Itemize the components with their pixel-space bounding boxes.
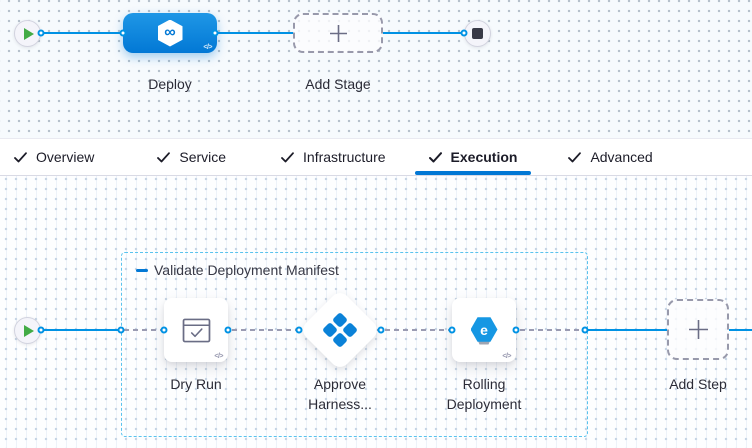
exec-connector-line: [40, 329, 122, 331]
stage-connector-line: [383, 32, 464, 34]
check-icon: [14, 151, 27, 162]
tab-execution[interactable]: Execution: [414, 139, 532, 175]
stage-label-deploy: Deploy: [148, 76, 192, 92]
connector-dot: [224, 326, 232, 334]
step-label-dry-run: Dry Run: [170, 376, 222, 392]
play-icon: [24, 324, 34, 337]
connector-dot: [211, 29, 219, 37]
connector-dot: [117, 326, 125, 334]
active-tab-indicator: [414, 171, 532, 175]
tab-service[interactable]: Service: [143, 139, 240, 175]
exec-connector-line: [585, 329, 667, 331]
stop-icon: [472, 28, 483, 39]
connector-dot: [295, 326, 303, 334]
check-icon: [281, 151, 294, 162]
add-step-label: Add Step: [669, 376, 727, 392]
harness-glyph: ∞: [164, 24, 176, 41]
add-step-button[interactable]: [667, 299, 729, 360]
step-node-dry-run[interactable]: </>: [164, 298, 228, 362]
rolling-deployment-icon: e: [470, 316, 498, 345]
exec-connector-line: [729, 329, 752, 331]
step-group-container[interactable]: Validate Deployment Manifest: [121, 252, 588, 437]
step-label-approval: Approve Harness...: [308, 376, 372, 412]
play-icon: [24, 27, 34, 40]
tab-label: Overview: [36, 149, 95, 165]
harness-cd-icon: ∞: [157, 19, 183, 47]
add-stage-label: Add Stage: [305, 76, 371, 92]
tab-label: Service: [179, 149, 227, 165]
tab-label: Infrastructure: [303, 149, 386, 165]
yaml-code-icon: </>: [214, 353, 223, 360]
stage-node-deploy[interactable]: ∞ </>: [123, 13, 217, 53]
step-group-title: Validate Deployment Manifest: [154, 262, 339, 278]
rolling-glyph: e: [480, 321, 488, 338]
stage-config-tabs: Overview Service Infrastructure Executio…: [0, 138, 752, 176]
connector-dot: [160, 326, 168, 334]
connector-dot: [460, 29, 468, 37]
connector-dot: [119, 29, 127, 37]
connector-dot: [512, 326, 520, 334]
stage-connector-line: [40, 32, 124, 34]
step-node-approval[interactable]: [298, 288, 382, 372]
pipeline-start-node[interactable]: [14, 20, 41, 47]
dry-run-icon: [182, 318, 210, 342]
tab-overview[interactable]: Overview: [0, 139, 108, 175]
tab-label: Advanced: [590, 149, 653, 165]
check-icon: [157, 151, 171, 162]
yaml-code-icon: </>: [203, 44, 212, 51]
step-label-rolling: Rolling Deployment: [446, 376, 522, 412]
execution-canvas[interactable]: Validate Deployment Manifest </>: [0, 176, 752, 448]
harness-approval-icon: [323, 313, 357, 347]
collapse-icon[interactable]: [136, 268, 148, 272]
tab-label: Execution: [450, 149, 518, 165]
connector-dot: [37, 29, 45, 37]
step-node-rolling-deployment[interactable]: e </>: [452, 298, 516, 362]
add-stage-button[interactable]: [293, 13, 383, 53]
connector-dot: [377, 326, 385, 334]
stage-canvas[interactable]: ∞ </> Deploy Add Stage: [0, 0, 752, 138]
stage-connector-line: [217, 32, 294, 34]
tab-infrastructure[interactable]: Infrastructure: [267, 139, 399, 175]
rolling-hexagon: e: [470, 317, 498, 342]
connector-dot: [37, 326, 45, 334]
pipeline-end-node[interactable]: [464, 20, 491, 47]
connector-dot: [448, 326, 456, 334]
connector-dot: [581, 326, 589, 334]
plus-icon: [688, 320, 708, 339]
tab-advanced[interactable]: Advanced: [554, 139, 666, 175]
step-group-header[interactable]: Validate Deployment Manifest: [136, 262, 339, 278]
yaml-code-icon: </>: [502, 353, 511, 360]
plus-icon: [329, 24, 347, 42]
check-icon: [428, 151, 442, 162]
check-icon: [568, 151, 582, 162]
